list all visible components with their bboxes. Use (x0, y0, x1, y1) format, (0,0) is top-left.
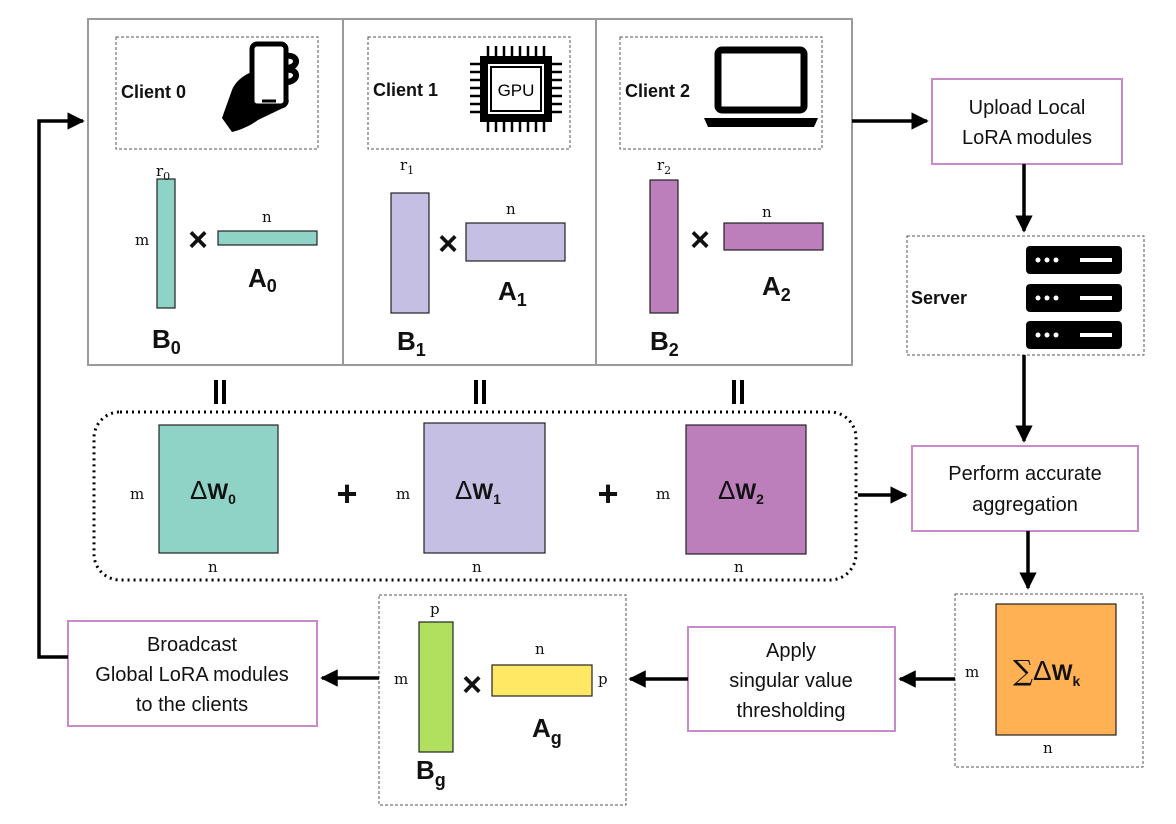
client-2-section: Client 2 r2 × n A2 B2 (619, 36, 824, 360)
global-p-top-label: p (430, 600, 440, 618)
server-box: Server (906, 235, 1145, 356)
delta-w0-matrix (158, 424, 279, 554)
client-2-device-box (619, 36, 823, 150)
arrow-broadcast-to-clients (37, 112, 85, 659)
delta-w2-n-label: n (734, 558, 744, 576)
r0-label: r0 (156, 162, 170, 183)
global-m-label: m (394, 670, 408, 688)
delta-w2-matrix (685, 424, 807, 555)
B1-label: B1 (397, 326, 426, 360)
delta-w2-m-label: m (656, 485, 670, 503)
A1-label: A1 (498, 276, 527, 310)
client-1-section: Client 1 GPU r1 × n A1 B1 (367, 36, 571, 360)
Bg-label: Bg (416, 755, 446, 790)
A0-label: A0 (248, 263, 277, 296)
svt-text-line-3: thresholding (737, 700, 846, 722)
upload-text-line-1: Upload Local (969, 97, 1086, 119)
global-lora-box: p m × n p Ag Bg (378, 594, 627, 806)
sum-n-label: n (1043, 739, 1053, 757)
upload-text-line-2: LoRA modules (962, 127, 1092, 149)
equals-sign-0 (214, 380, 218, 404)
smartphone-icon (222, 41, 299, 132)
flow-arrows (37, 112, 1037, 688)
n-label-1: n (506, 200, 516, 218)
matrix-B0 (156, 178, 176, 309)
client-0-section: Client 0 r0 m × n A0 B0 (115, 36, 319, 358)
r2-label: r2 (657, 156, 671, 177)
equals-signs (214, 380, 744, 404)
server-rack-icon (1026, 246, 1122, 349)
sum-m-label: m (965, 663, 979, 681)
gpu-chip-icon: GPU (470, 46, 562, 132)
times-symbol-1: × (438, 225, 458, 263)
clients-panel (87, 18, 853, 366)
sum-delta-w-matrix (995, 603, 1117, 736)
broadcast-text-line-2: Global LoRA modules (95, 664, 288, 686)
global-p-right-label: p (598, 670, 608, 688)
aggregation-text-line-1: Perform accurate (948, 463, 1101, 485)
matrix-Bg (418, 621, 454, 753)
delta-w0-n-label: n (208, 558, 218, 576)
delta-w-sum-group: m n ΔW0 + m n ΔW1 + m n ΔW2 (92, 410, 858, 582)
plus-symbol-0: + (336, 473, 357, 514)
matrix-A0 (217, 230, 318, 246)
A2-label: A2 (762, 271, 791, 305)
B0-label: B0 (152, 324, 181, 358)
matrix-Ag (491, 664, 593, 697)
sum-delta-w-box: m n ∑ΔWk (954, 593, 1144, 768)
client-0-label: Client 0 (121, 82, 186, 102)
delta-w1-m-label: m (396, 485, 410, 503)
B2-label: B2 (650, 326, 679, 360)
laptop-icon (704, 46, 818, 127)
sum-delta-w-label: ∑ΔWk (1013, 654, 1080, 689)
times-symbol-global: × (462, 666, 482, 704)
m-label-0: m (135, 231, 149, 249)
global-n-label: n (535, 640, 545, 658)
r1-label: r1 (400, 156, 414, 177)
client-1-label: Client 1 (373, 80, 438, 100)
svt-box: Apply singular value thresholding (687, 626, 896, 732)
delta-w1-label: ΔW1 (455, 475, 501, 507)
svt-text-line-2: singular value (729, 670, 852, 692)
matrix-B2 (649, 179, 679, 314)
equals-sign-2 (732, 380, 736, 404)
delta-w1-n-label: n (472, 558, 482, 576)
delta-w1-matrix (423, 422, 546, 554)
plus-symbol-1: + (597, 473, 618, 514)
broadcast-text-line-1: Broadcast (147, 634, 237, 656)
upload-box: Upload Local LoRA modules (931, 78, 1123, 165)
times-symbol-0: × (188, 221, 208, 259)
Ag-label: Ag (532, 713, 562, 748)
delta-w2-label: ΔW2 (718, 475, 764, 507)
matrix-A1 (465, 222, 566, 262)
delta-w0-m-label: m (130, 485, 144, 503)
client-0-device-box (115, 36, 319, 150)
server-label: Server (911, 288, 967, 308)
svt-text-line-1: Apply (766, 640, 816, 662)
gpu-chip-text: GPU (498, 81, 535, 100)
matrix-A2 (723, 222, 824, 251)
delta-w-dotted-border (92, 410, 858, 582)
broadcast-text-line-3: to the clients (136, 694, 248, 716)
n-label-0: n (262, 208, 272, 226)
client-1-device-box (367, 36, 571, 150)
delta-w0-label: ΔW0 (190, 475, 236, 507)
equals-sign-1 (474, 380, 478, 404)
n-label-2: n (762, 203, 772, 221)
aggregation-text-line-2: aggregation (972, 494, 1078, 516)
times-symbol-2: × (690, 221, 710, 259)
broadcast-box: Broadcast Global LoRA modules to the cli… (67, 620, 318, 727)
aggregation-box: Perform accurate aggregation (911, 445, 1139, 532)
matrix-B1 (390, 192, 430, 314)
client-2-label: Client 2 (625, 81, 690, 101)
